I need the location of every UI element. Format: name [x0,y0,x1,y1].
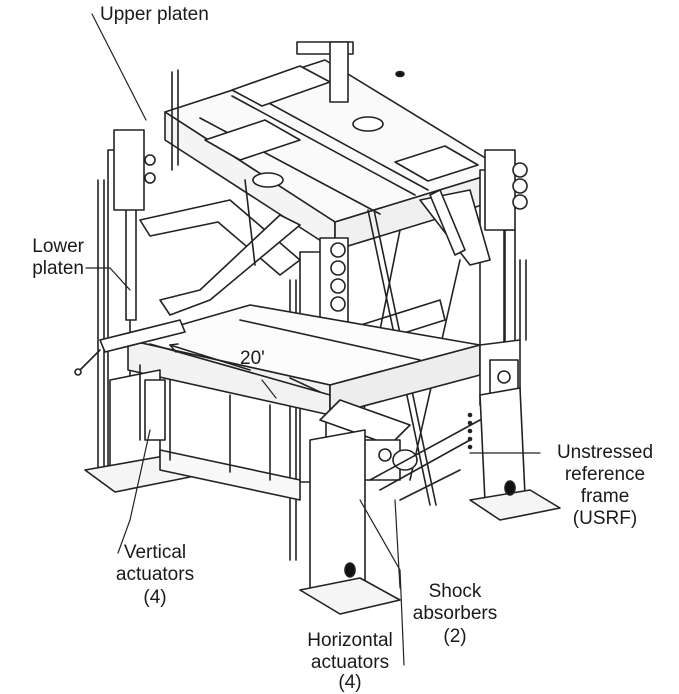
label-vertical-actuators-line2: actuators [115,564,195,585]
clamp-blocks [113,129,528,329]
label-usrf-line2: reference [564,464,646,485]
label-shock-absorbers-line2: absorbers [412,603,498,624]
label-usrf-line3: frame [580,486,630,507]
label-shock-absorbers-line1: Shock [428,581,482,602]
label-vertical-actuators-line3: (4) [143,587,167,608]
label-dimension-20ft: 20' [240,348,265,369]
label-horizontal-actuators-line3: (4) [338,672,362,693]
label-shock-absorbers-line3: (2) [443,626,467,647]
label-vertical-actuators-line1: Vertical [123,542,187,563]
base-pedestals [84,364,561,615]
label-horizontal-actuators-line2: actuators [310,652,390,673]
label-horizontal-actuators-line1: Horizontal [307,630,393,651]
label-upper-platen: Upper platen [100,4,209,25]
lower-platen [74,304,481,416]
label-lower-platen-line2: platen [32,258,84,279]
leader-lines [85,13,541,666]
upper-platen [164,41,506,251]
label-lower-platen-line1: Lower [32,236,84,257]
label-usrf-line1: Unstressed [556,442,654,463]
label-usrf-line4: (USRF) [572,508,638,529]
